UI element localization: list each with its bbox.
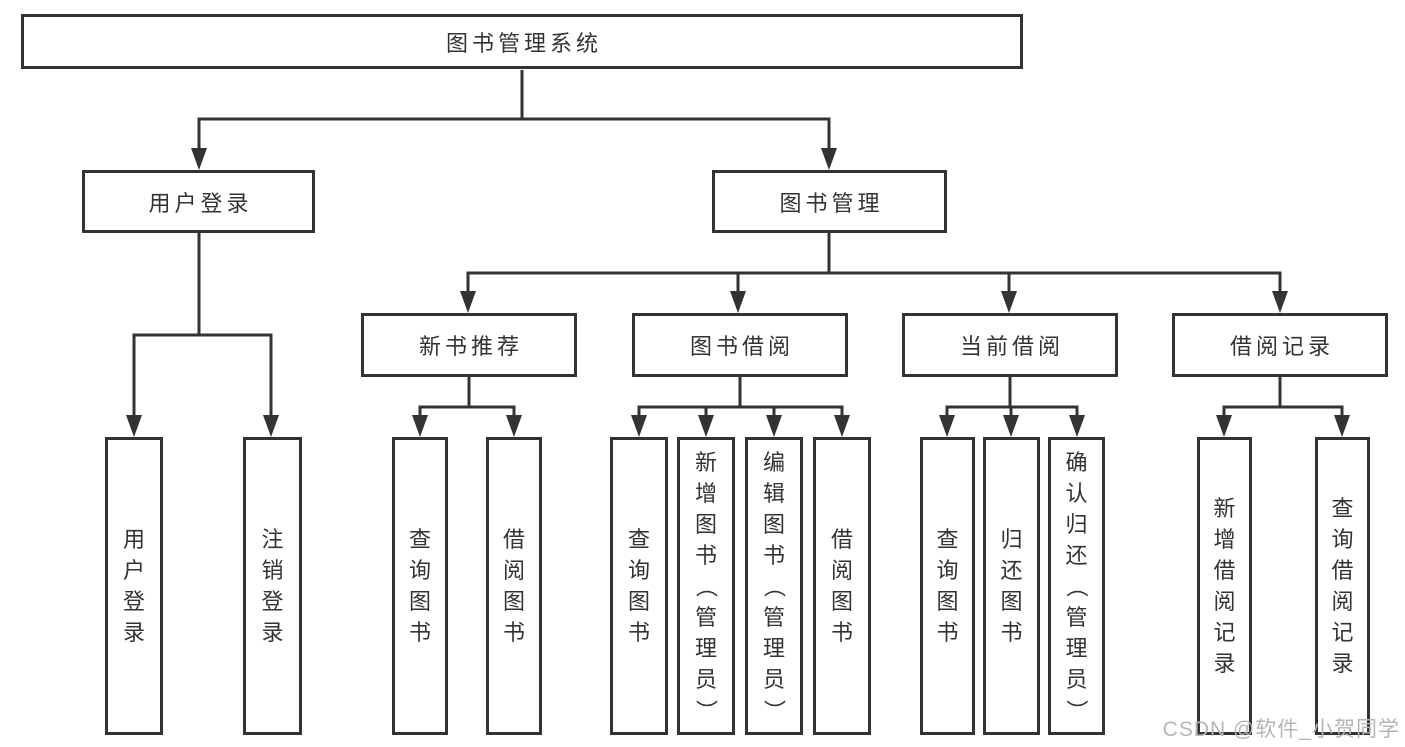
arrow-heads: [126, 148, 1350, 437]
leaf-return-book: 归还图书: [983, 437, 1040, 735]
arrow-down-icon: [1334, 415, 1350, 437]
arrow-down-icon: [698, 415, 714, 437]
arrow-down-icon: [1069, 415, 1085, 437]
csdn-watermark: CSDN @软件_小贺同学: [1162, 718, 1400, 741]
arrow-down-icon: [766, 415, 782, 437]
arrow-down-icon: [631, 415, 647, 437]
leaf-add-book-admin: 新增图书（管理员）: [677, 437, 735, 735]
arrow-down-icon: [939, 415, 955, 437]
node-current-borrow: 当前借阅: [902, 313, 1118, 377]
node-user-login: 用户登录: [82, 170, 315, 233]
node-library-system: 图书管理系统: [21, 14, 1023, 69]
arrow-down-icon: [263, 415, 279, 437]
arrow-down-icon: [460, 291, 476, 313]
arrow-down-icon: [506, 415, 522, 437]
leaf-add-borrow-record: 新增借阅记录: [1197, 437, 1252, 735]
leaf-query-book-newrec: 查询图书: [392, 437, 448, 735]
arrow-down-icon: [412, 415, 428, 437]
leaf-borrow-book-newrec: 借阅图书: [486, 437, 542, 735]
arrow-down-icon: [730, 291, 746, 313]
node-borrow-records: 借阅记录: [1172, 313, 1388, 377]
arrow-down-icon: [1272, 291, 1288, 313]
node-new-book-recommend: 新书推荐: [361, 313, 577, 377]
arrow-down-icon: [1001, 291, 1017, 313]
leaf-user-login: 用户登录: [105, 437, 163, 735]
connector-lines: [132, 70, 1344, 419]
node-book-borrow: 图书借阅: [632, 313, 848, 377]
leaf-logout: 注销登录: [243, 437, 302, 735]
leaf-query-book-current: 查询图书: [920, 437, 975, 735]
node-book-management: 图书管理: [712, 170, 947, 233]
arrow-down-icon: [821, 148, 837, 170]
arrow-down-icon: [1003, 415, 1019, 437]
arrow-down-icon: [834, 415, 850, 437]
leaf-edit-book-admin: 编辑图书（管理员）: [745, 437, 803, 735]
arrow-down-icon: [126, 415, 142, 437]
leaf-borrow-book-borrow: 借阅图书: [813, 437, 871, 735]
arrow-down-icon: [1216, 415, 1232, 437]
leaf-query-book-borrow: 查询图书: [610, 437, 668, 735]
leaf-query-borrow-record: 查询借阅记录: [1315, 437, 1370, 735]
leaf-confirm-return-admin: 确认归还（管理员）: [1048, 437, 1105, 735]
arrow-down-icon: [191, 148, 207, 170]
